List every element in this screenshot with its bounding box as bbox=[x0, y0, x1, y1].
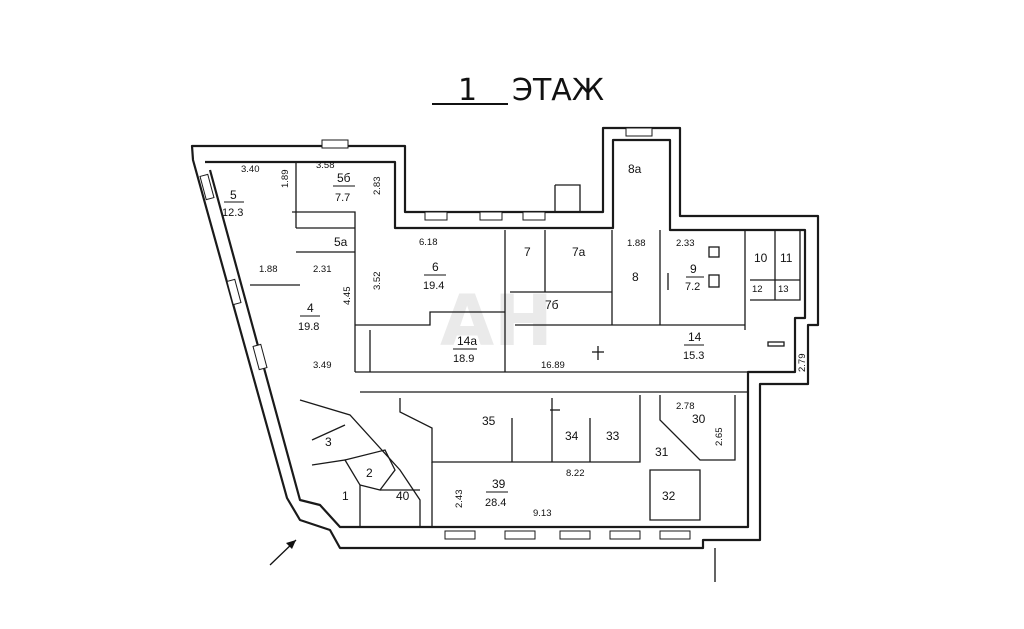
room-7a-number: 7а bbox=[572, 245, 586, 259]
windows bbox=[199, 127, 691, 540]
fixtures bbox=[550, 246, 785, 411]
dim-2-31: 2.31 bbox=[313, 264, 332, 275]
room-30-number: 30 bbox=[692, 412, 706, 426]
inner-outer-wall bbox=[205, 138, 807, 529]
dim-2-65: 2.65 bbox=[714, 428, 725, 447]
floor-number: 1 bbox=[458, 73, 477, 108]
interior-walls bbox=[250, 162, 801, 527]
room-6-number: 6 bbox=[432, 260, 439, 274]
room-14a-area: 18.9 bbox=[453, 353, 474, 365]
dim-16-89: 16.89 bbox=[541, 360, 565, 371]
room-4-number: 4 bbox=[307, 301, 314, 315]
room-35-number: 35 bbox=[482, 414, 496, 428]
outer-wall bbox=[190, 126, 820, 550]
dim-3-58: 3.58 bbox=[316, 160, 335, 171]
room-14a-number: 14а bbox=[457, 334, 477, 348]
room-14-area: 15.3 bbox=[683, 350, 704, 362]
dim-2-43: 2.43 bbox=[454, 490, 465, 509]
dim-8-22: 8.22 bbox=[566, 468, 585, 479]
room-7-number: 7 bbox=[524, 245, 531, 259]
room-8-number: 8 bbox=[632, 270, 639, 284]
room-39-area: 28.4 bbox=[485, 497, 506, 509]
dim-3-40: 3.40 bbox=[241, 164, 260, 175]
floor-title: ЭТАЖ bbox=[512, 73, 604, 108]
dim-1-88-left: 1.88 bbox=[259, 264, 278, 275]
dim-2-79: 2.79 bbox=[797, 354, 808, 373]
room-6-area: 19.4 bbox=[423, 280, 444, 292]
room-5b-number: 5б bbox=[337, 171, 351, 185]
room-39-number: 39 bbox=[492, 477, 506, 491]
dim-2-33: 2.33 bbox=[676, 238, 695, 249]
dim-4-45: 4.45 bbox=[342, 287, 353, 306]
watermark: АН bbox=[440, 280, 553, 362]
room-5-number: 5 bbox=[230, 188, 237, 202]
room-4-area: 19.8 bbox=[298, 321, 319, 333]
room-5a-number: 5а bbox=[334, 235, 348, 249]
dim-6-18: 6.18 bbox=[419, 237, 438, 248]
room-7b-number: 7б bbox=[545, 298, 559, 312]
dim-2-78: 2.78 bbox=[676, 401, 695, 412]
room-1-number: 1 bbox=[342, 489, 349, 503]
dim-3-49: 3.49 bbox=[313, 360, 332, 371]
dim-9-13: 9.13 bbox=[533, 508, 552, 519]
room-5b-area: 7.7 bbox=[335, 192, 350, 204]
room-labels: 5 12.3 5б 7.7 5а 4 19.8 6 19.4 7 7а 7б 8… bbox=[222, 162, 793, 509]
room-9-area: 7.2 bbox=[685, 281, 700, 293]
room-14-number: 14 bbox=[688, 330, 702, 344]
room-2-number: 2 bbox=[366, 466, 373, 480]
dimension-labels: 3.40 1.89 3.58 2.83 6.18 1.88 2.31 3.52 … bbox=[241, 160, 808, 519]
room-33-number: 33 bbox=[606, 429, 620, 443]
dim-3-52: 3.52 bbox=[372, 272, 383, 291]
entrance-arrow bbox=[269, 539, 716, 582]
room-9-number: 9 bbox=[690, 262, 697, 276]
room-10-number: 10 bbox=[754, 251, 768, 265]
room-40-number: 40 bbox=[396, 489, 410, 503]
room-8a-number: 8а bbox=[628, 162, 642, 176]
dim-1-89: 1.89 bbox=[280, 170, 291, 189]
room-12-number: 12 bbox=[752, 284, 763, 295]
dim-2-83: 2.83 bbox=[372, 177, 383, 196]
room-32-number: 32 bbox=[662, 489, 676, 503]
room-31-number: 31 bbox=[655, 445, 669, 459]
room-5-area: 12.3 bbox=[222, 207, 243, 219]
dim-1-88-right: 1.88 bbox=[627, 238, 646, 249]
room-34-number: 34 bbox=[565, 429, 579, 443]
room-11-number: 11 bbox=[780, 251, 793, 265]
room-13-number: 13 bbox=[778, 284, 789, 295]
room-3-number: 3 bbox=[325, 435, 332, 449]
